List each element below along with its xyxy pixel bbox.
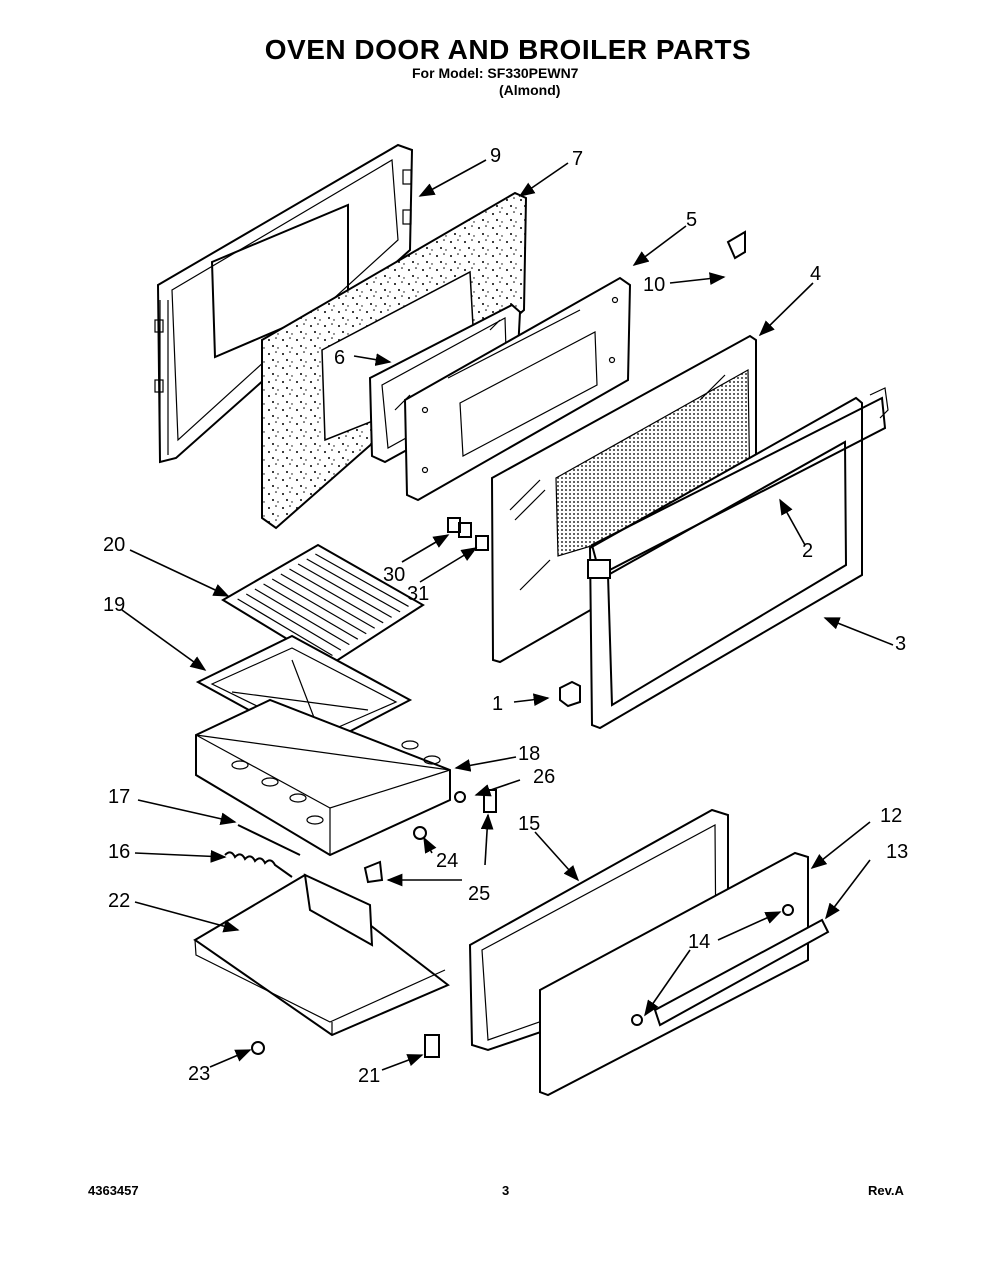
callout-arrows (121, 159, 894, 1071)
grid-slot (254, 588, 350, 646)
callout-31: 31 (407, 583, 429, 605)
callout-23: 23 (188, 1063, 210, 1085)
callout-6: 6 (334, 347, 345, 369)
grid-slot (297, 563, 392, 618)
grid-slot (280, 573, 376, 629)
door-clip-part (726, 230, 746, 260)
callout-16: 16 (108, 841, 130, 863)
broiler-drawer-part (195, 698, 451, 857)
revision-label: Rev.A (868, 1183, 904, 1198)
callout-3: 3 (895, 633, 906, 655)
page-number: 3 (502, 1183, 510, 1198)
callout-4: 4 (810, 263, 821, 285)
callout-17: 17 (108, 786, 130, 808)
callout-25: 25 (468, 883, 490, 905)
callout-5: 5 (686, 209, 697, 231)
callout-15: 15 (518, 813, 540, 835)
callout-21: 21 (358, 1065, 380, 1087)
callout-labels: 9 7 5 10 4 6 2 3 1 20 19 30 31 18 26 17 … (103, 145, 908, 1087)
base-hardware-part (251, 1034, 440, 1058)
callout-19: 19 (103, 594, 125, 616)
drawer-bottom-part (193, 873, 450, 1037)
grid-slot (263, 583, 359, 640)
page-header: OVEN DOOR AND BROILER PARTS For Model: S… (0, 0, 1000, 110)
callout-22: 22 (108, 890, 130, 912)
callout-26: 26 (533, 766, 555, 788)
door-liner-part (403, 276, 632, 502)
callout-9: 9 (490, 145, 501, 167)
page-title: OVEN DOOR AND BROILER PARTS (264, 34, 752, 65)
callout-18: 18 (518, 743, 540, 765)
callout-7: 7 (572, 148, 583, 170)
hinge-hardware-part (447, 517, 489, 551)
callout-1: 1 (492, 693, 503, 715)
grid-slot (237, 598, 333, 657)
grid-slot (315, 553, 409, 607)
callout-30: 30 (383, 564, 405, 586)
callout-13: 13 (886, 841, 908, 863)
callout-14: 14 (688, 931, 710, 953)
hinge-clip-part (559, 680, 581, 708)
model-color: (Almond) (499, 82, 561, 98)
grid-slot (289, 568, 384, 624)
door-insulation-part (261, 191, 528, 530)
grid-slot (271, 578, 367, 635)
rod-and-spring-part (224, 824, 301, 878)
callout-2: 2 (802, 540, 813, 562)
document-number: 4363457 (88, 1183, 139, 1198)
broiler-grid-part (221, 543, 425, 667)
callout-12: 12 (880, 805, 902, 827)
model-number: For Model: SF330PEWN7 (412, 65, 579, 81)
callout-10: 10 (643, 274, 665, 296)
grid-slot (306, 558, 401, 613)
callout-24: 24 (436, 850, 458, 872)
callout-20: 20 (103, 534, 125, 556)
grid-slot (245, 593, 342, 651)
